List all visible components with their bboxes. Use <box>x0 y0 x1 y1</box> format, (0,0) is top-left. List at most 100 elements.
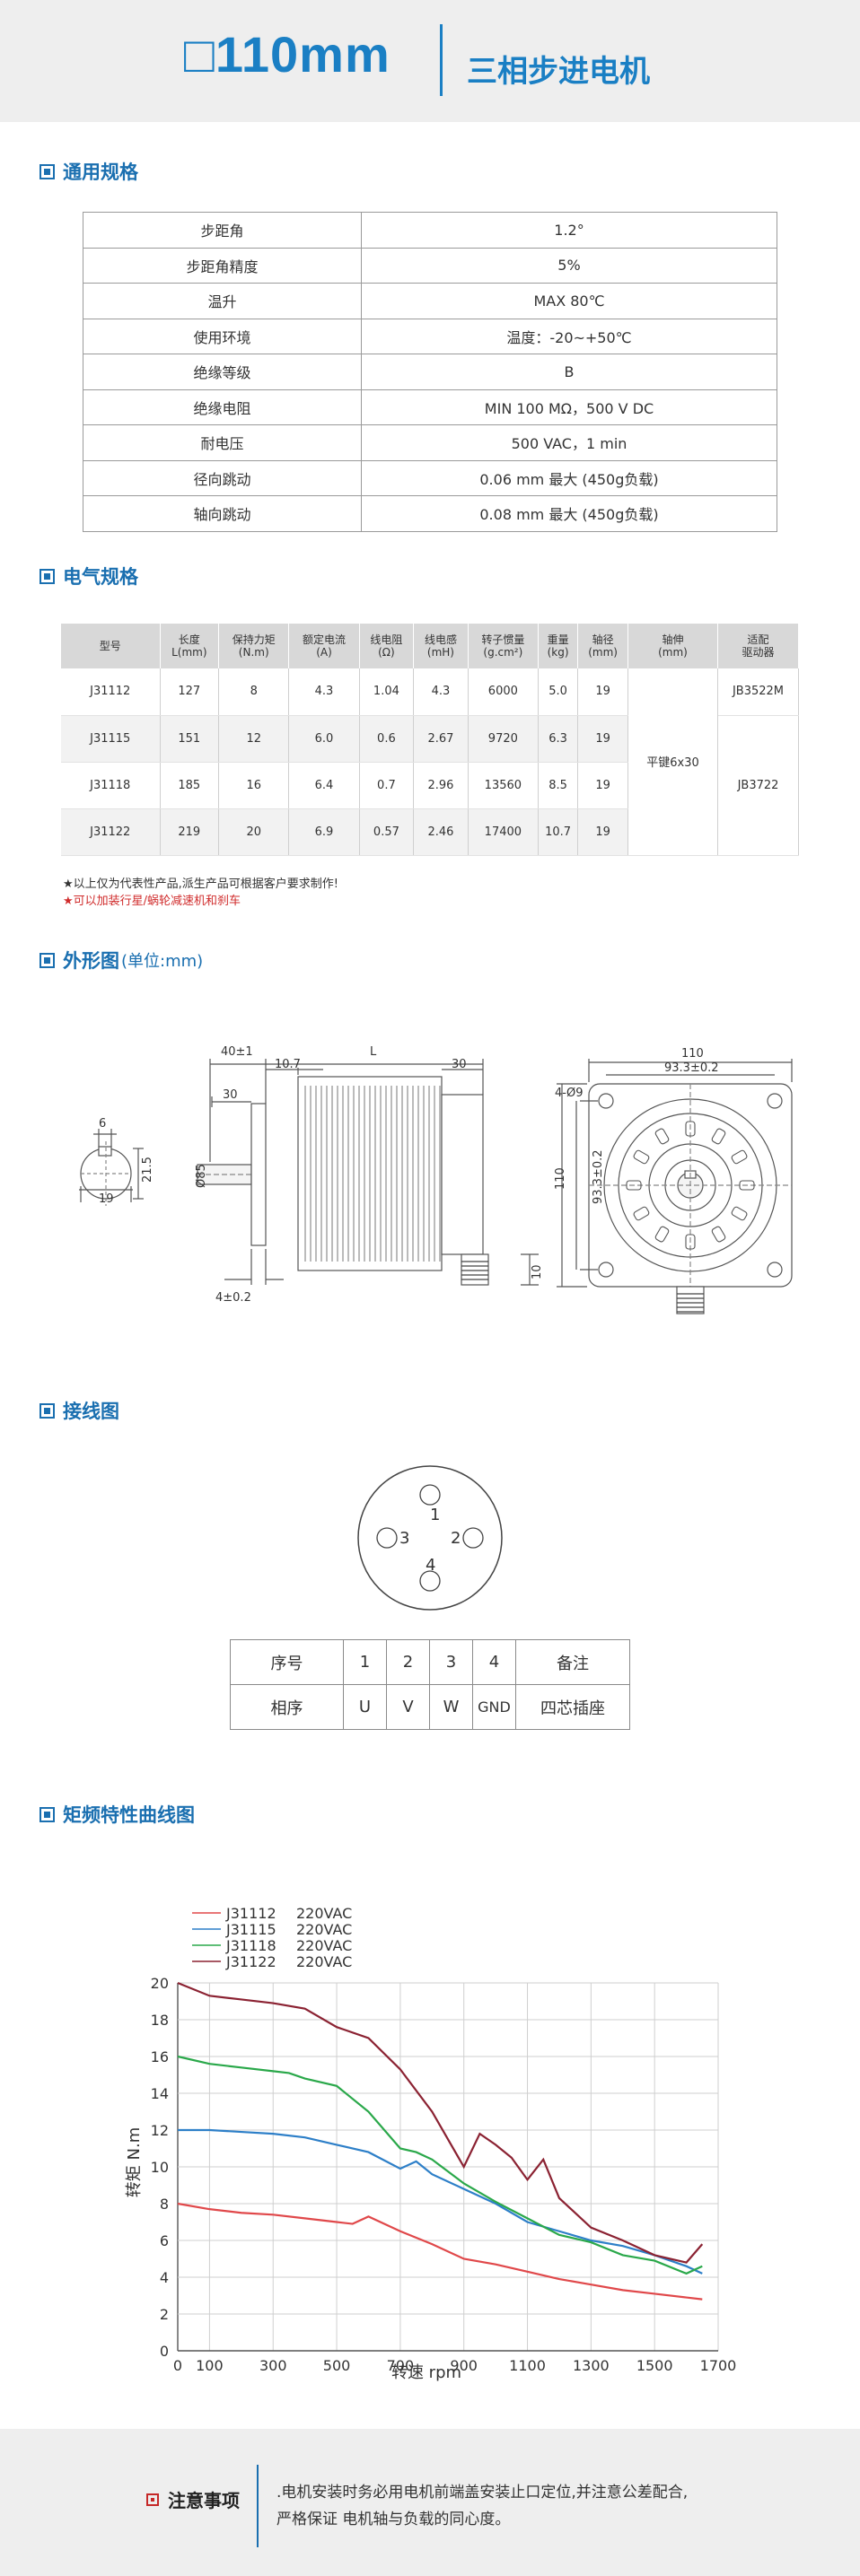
footer-notice: 注意事项 .电机安装时务必用电机前端盖安装止口定位,并注意公差配合, 严格保证 … <box>0 2429 860 2576</box>
elec-cell: 4.3 <box>288 668 360 716</box>
elec-header-unit: (A) <box>316 646 332 659</box>
dim-30-shaft: 30 <box>223 1088 238 1102</box>
y-tick-label: 10 <box>151 2159 169 2176</box>
elec-header-unit: L(mm) <box>171 646 207 659</box>
x-tick-label: 700 <box>387 2357 415 2374</box>
y-tick-label: 6 <box>160 2232 169 2249</box>
elec-cell: 5.0 <box>538 668 579 716</box>
pin-table: 序号 1 2 3 4 备注 相序 U V W GND 四芯插座 <box>230 1639 630 1730</box>
elec-header: 轴径(mm) <box>577 624 628 668</box>
x-tick-label: 1500 <box>636 2357 673 2374</box>
elec-cell: 0.57 <box>359 808 415 856</box>
spec-value: MIN 100 MΩ，500 V DC <box>361 389 777 425</box>
elec-header-line: 额定电流 <box>302 633 346 646</box>
elec-header-unit: (mH) <box>426 646 454 659</box>
section-wiring-title: 接线图 <box>39 1397 119 1424</box>
elec-header-unit: (kg) <box>547 646 569 659</box>
elec-header-unit: (mm) <box>658 646 688 659</box>
pin-w: W <box>429 1684 473 1730</box>
elec-cell: 151 <box>160 715 220 763</box>
series-line-J31122 <box>177 1981 704 2264</box>
front-vent-slot <box>711 1128 726 1145</box>
elec-cell: 9720 <box>468 715 539 763</box>
elec-header: 线电感(mH) <box>413 624 469 668</box>
elec-cell: 2.67 <box>413 715 469 763</box>
front-vent-slot <box>731 1149 748 1165</box>
dim-40: 40±1 <box>221 1045 253 1059</box>
spec-value: 0.06 mm 最大 (450g负载) <box>361 459 777 496</box>
x-tick-label: 500 <box>323 2357 351 2374</box>
elec-cell: 0.6 <box>359 715 415 763</box>
elec-header: 线电阻(Ω) <box>359 624 415 668</box>
section-square-icon <box>39 952 55 968</box>
elec-cell: 10.7 <box>538 808 579 856</box>
driver-cell-1: JB3522M <box>717 668 799 716</box>
spec-value: 500 VAC，1 min <box>361 424 777 461</box>
elec-cell: 8.5 <box>538 762 579 809</box>
legend-label: J31115 <box>225 1921 276 1938</box>
y-tick-label: 4 <box>160 2269 169 2286</box>
pin-row-label: 相序 <box>230 1684 344 1730</box>
pin-header-3: 3 <box>429 1639 473 1685</box>
dim-110-v: 110 <box>554 1167 567 1190</box>
elec-header: 轴伸(mm) <box>627 624 718 668</box>
series-line-J31118 <box>177 2055 703 2275</box>
front-vent-slot <box>711 1226 726 1243</box>
wiring-diagram: 1 2 3 4 <box>357 1465 503 1611</box>
y-tick-label: 2 <box>160 2306 169 2323</box>
spec-value: B <box>361 354 777 390</box>
pin-header-1: 1 <box>343 1639 387 1685</box>
elec-header: 型号 <box>61 624 161 668</box>
y-tick-label: 16 <box>151 2048 169 2065</box>
spec-label: 温升 <box>83 283 362 319</box>
dim-4-d9: 4-Ø9 <box>555 1087 583 1100</box>
front-vent-slot <box>731 1206 748 1221</box>
legend-label: J31118 <box>225 1937 276 1954</box>
elec-header: 适配驱动器 <box>717 624 799 668</box>
pin-header-2: 2 <box>386 1639 430 1685</box>
y-tick-label: 8 <box>160 2196 169 2213</box>
elec-cell: 219 <box>160 808 220 856</box>
note-reducer: ★可以加装行星/蜗轮减速机和刹车 <box>63 895 241 908</box>
dim-110: 110 <box>681 1047 704 1061</box>
spec-label: 绝缘等级 <box>83 354 362 390</box>
y-tick-label: 14 <box>151 2085 169 2102</box>
notice-label-text: 注意事项 <box>168 2490 240 2511</box>
elec-header: 重量(kg) <box>538 624 579 668</box>
dim-4: 4±0.2 <box>215 1291 251 1305</box>
series-line-J31115 <box>178 2128 703 2275</box>
elec-cell: J31118 <box>61 762 161 809</box>
front-vent-slot <box>685 1121 696 1137</box>
note-derivative: ★以上仅为代表性产品,派生产品可根据客户要求制作! <box>63 878 338 891</box>
spec-label: 轴向跳动 <box>83 495 362 532</box>
elec-cell: 2.46 <box>413 808 469 856</box>
front-vent-slot <box>654 1226 670 1243</box>
legend-voltage: 220VAC <box>296 1905 352 1922</box>
elec-header-unit: (mm) <box>588 646 618 659</box>
spec-value: 温度：-20~+50℃ <box>361 318 777 354</box>
general-spec-row: 使用环境温度：-20~+50℃ <box>83 318 777 354</box>
model-title: □110mm <box>184 26 391 83</box>
elec-header-unit: (g.cm²) <box>483 646 523 659</box>
section-square-icon <box>39 1806 55 1822</box>
series-line-J31112 <box>177 2202 703 2301</box>
dim-d85: Ø85 <box>195 1164 208 1188</box>
section-square-icon <box>39 1402 55 1419</box>
elec-cell: 2.96 <box>413 762 469 809</box>
elec-header: 转子惯量(g.cm²) <box>468 624 539 668</box>
pin-4: 4 <box>426 1556 435 1575</box>
elec-cell: 17400 <box>468 808 539 856</box>
elec-cell: 6.3 <box>538 715 579 763</box>
elec-header-line: 适配 <box>747 633 769 646</box>
dim-10-7: 10.7 <box>275 1058 301 1071</box>
header-divider <box>440 24 443 96</box>
page-header: □110mm 三相步进电机 <box>0 0 860 122</box>
legend-voltage: 220VAC <box>296 1921 352 1938</box>
